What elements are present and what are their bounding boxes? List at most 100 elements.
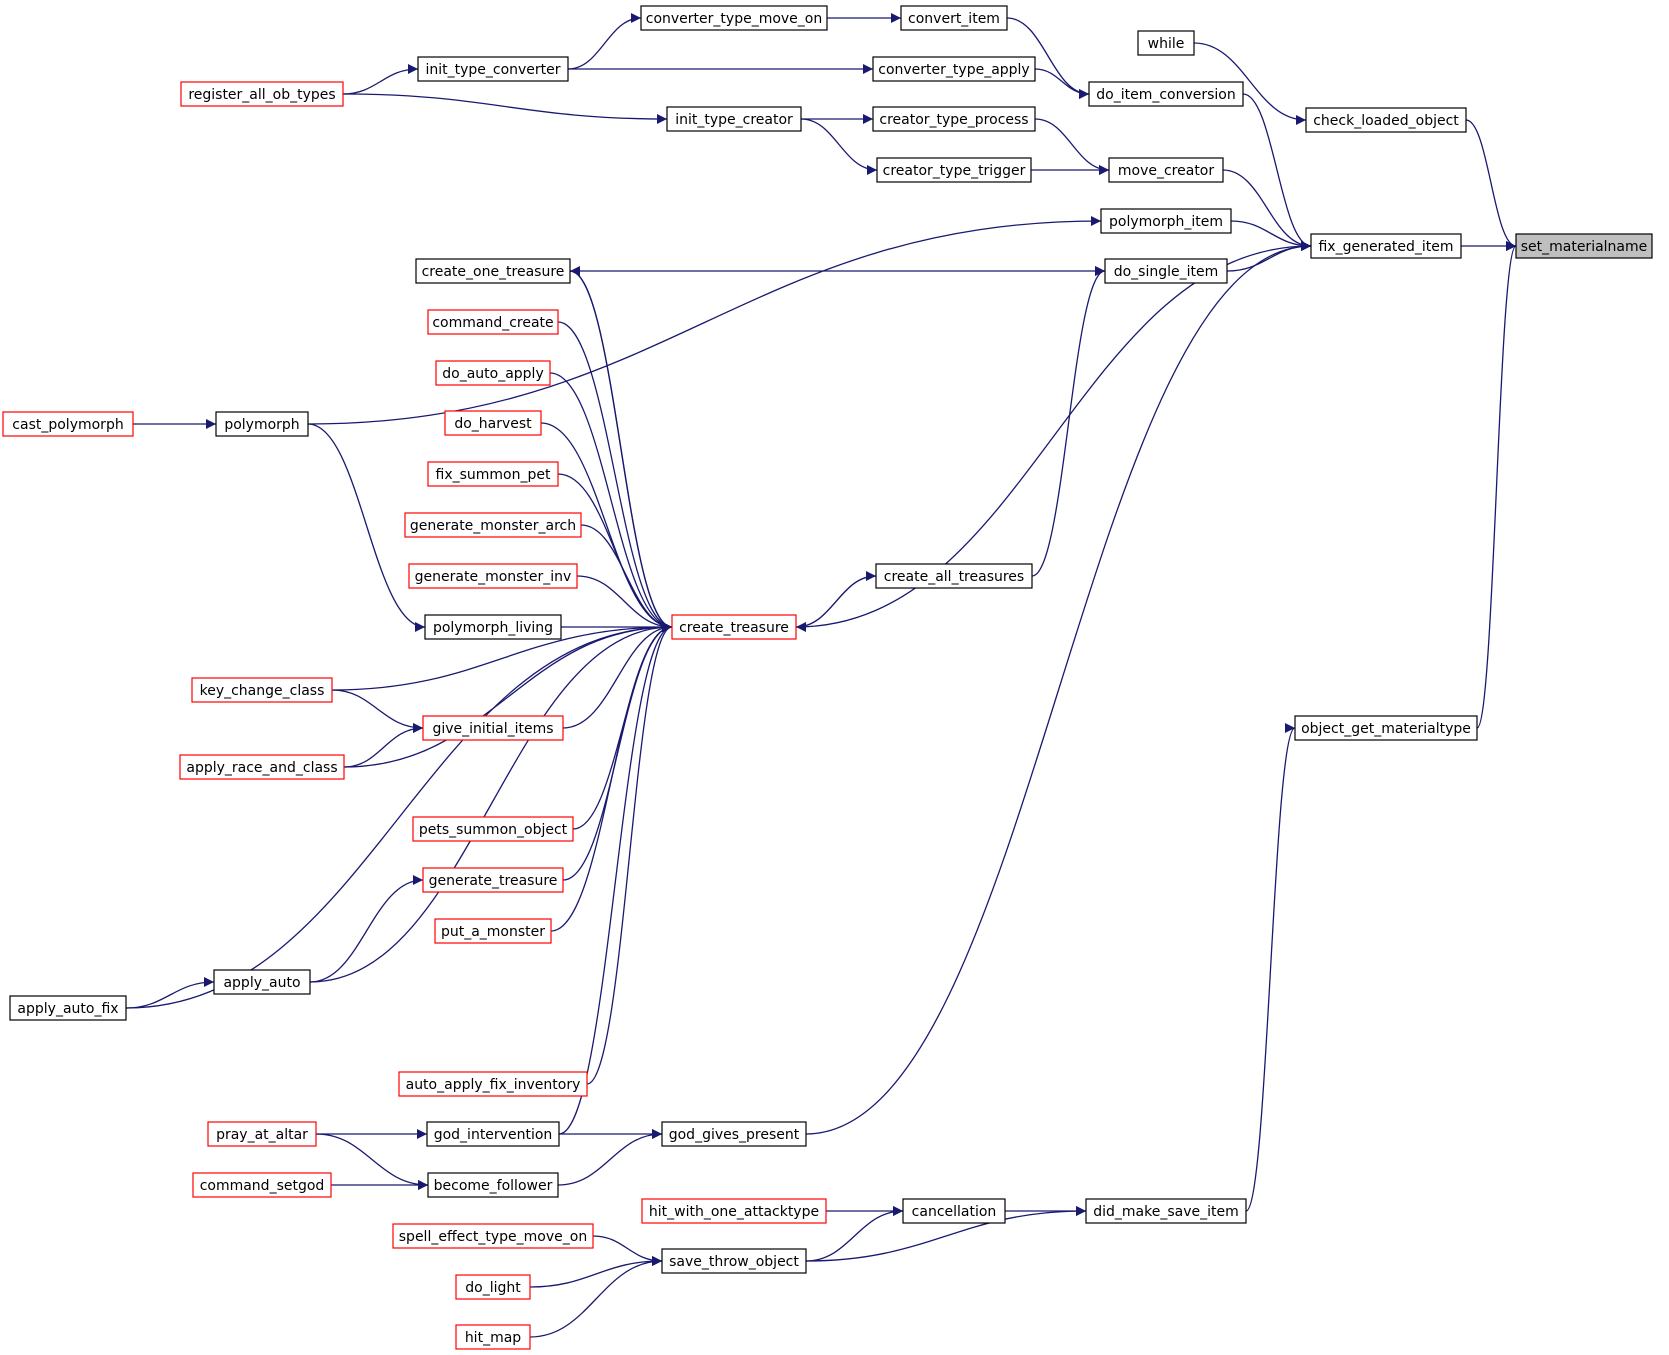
node-label: pray_at_altar bbox=[216, 1127, 308, 1143]
node-command_create[interactable]: command_create bbox=[427, 309, 559, 335]
node-put_a_monster[interactable]: put_a_monster bbox=[434, 918, 552, 944]
node-do_harvest[interactable]: do_harvest bbox=[444, 410, 542, 436]
node-box bbox=[455, 1324, 531, 1350]
node-object_get_materialtype[interactable]: object_get_materialtype bbox=[1294, 715, 1478, 741]
edge-save_throw_object-to-did_make_save_item bbox=[805, 1206, 1087, 1262]
node-apply_race_and_class[interactable]: apply_race_and_class bbox=[179, 754, 345, 780]
node-box bbox=[671, 614, 797, 640]
edge-become_follower-to-god_gives_present bbox=[557, 1129, 663, 1186]
node-box bbox=[9, 995, 127, 1021]
node-do_auto_apply[interactable]: do_auto_apply bbox=[435, 360, 551, 386]
node-label: god_gives_present bbox=[669, 1127, 800, 1143]
node-polymorph[interactable]: polymorph bbox=[215, 411, 309, 437]
edge-apply_auto-to-generate_treasure bbox=[309, 875, 424, 983]
edge-do_single_item-to-fix_generated_item bbox=[1226, 241, 1312, 272]
node-hit_with_one_attacktype[interactable]: hit_with_one_attacktype bbox=[641, 1198, 827, 1224]
node-do_single_item[interactable]: do_single_item bbox=[1104, 258, 1228, 284]
node-box bbox=[876, 157, 1032, 183]
node-set_materialname[interactable]: set_materialname bbox=[1515, 233, 1653, 259]
node-label: register_all_ob_types bbox=[188, 87, 335, 103]
node-generate_monster_inv[interactable]: generate_monster_inv bbox=[408, 563, 578, 589]
node-generate_treasure[interactable]: generate_treasure bbox=[422, 867, 564, 893]
node-label: save_throw_object bbox=[669, 1254, 799, 1270]
node-box bbox=[1137, 30, 1195, 56]
node-box bbox=[444, 410, 542, 436]
node-generate_monster_arch[interactable]: generate_monster_arch bbox=[404, 512, 582, 538]
node-creator_type_process[interactable]: creator_type_process bbox=[872, 106, 1036, 132]
node-converter_type_move_on[interactable]: converter_type_move_on bbox=[640, 5, 828, 31]
node-apply_auto_fix[interactable]: apply_auto_fix bbox=[9, 995, 127, 1021]
edge-key_change_class-to-give_initial_items bbox=[331, 689, 424, 733]
node-label: converter_type_apply bbox=[878, 62, 1029, 78]
node-command_setgod[interactable]: command_setgod bbox=[192, 1172, 332, 1198]
node-creator_type_trigger[interactable]: creator_type_trigger bbox=[876, 157, 1032, 183]
edge-convert_item-to-do_item_conversion bbox=[1006, 17, 1090, 99]
node-pets_summon_object[interactable]: pets_summon_object bbox=[412, 816, 574, 842]
node-polymorph_item[interactable]: polymorph_item bbox=[1100, 208, 1232, 234]
node-box bbox=[424, 614, 562, 640]
node-god_gives_present[interactable]: god_gives_present bbox=[661, 1121, 807, 1147]
node-box bbox=[392, 1223, 594, 1249]
node-label: cancellation bbox=[912, 1204, 997, 1220]
node-box bbox=[213, 969, 311, 995]
node-pray_at_altar[interactable]: pray_at_altar bbox=[207, 1121, 317, 1147]
node-auto_apply_fix_inventory[interactable]: auto_apply_fix_inventory bbox=[398, 1071, 588, 1097]
node-label: generate_monster_inv bbox=[415, 569, 572, 585]
node-fix_summon_pet[interactable]: fix_summon_pet bbox=[427, 461, 559, 487]
node-polymorph_living[interactable]: polymorph_living bbox=[424, 614, 562, 640]
node-box bbox=[404, 512, 582, 538]
node-box bbox=[641, 1198, 827, 1224]
node-cast_polymorph[interactable]: cast_polymorph bbox=[2, 411, 134, 437]
node-create_treasure[interactable]: create_treasure bbox=[671, 614, 797, 640]
node-converter_type_apply[interactable]: converter_type_apply bbox=[872, 56, 1036, 82]
node-box bbox=[902, 1198, 1006, 1224]
node-label: creator_type_process bbox=[879, 112, 1028, 128]
node-label: create_treasure bbox=[679, 620, 789, 636]
node-save_throw_object[interactable]: save_throw_object bbox=[661, 1248, 807, 1274]
node-create_all_treasures[interactable]: create_all_treasures bbox=[875, 563, 1033, 589]
edge-god_gives_present-to-fix_generated_item bbox=[805, 241, 1312, 1135]
node-cancellation[interactable]: cancellation bbox=[902, 1198, 1006, 1224]
node-label: apply_auto bbox=[223, 975, 300, 991]
node-label: polymorph bbox=[224, 417, 299, 433]
node-spell_effect_type_move_on[interactable]: spell_effect_type_move_on bbox=[392, 1223, 594, 1249]
node-label: generate_treasure bbox=[429, 873, 558, 889]
node-become_follower[interactable]: become_follower bbox=[427, 1172, 559, 1198]
node-box bbox=[191, 677, 333, 703]
edge-do_auto_apply-to-create_treasure bbox=[549, 372, 673, 632]
node-label: god_intervention bbox=[434, 1127, 553, 1143]
edge-generate_monster_inv-to-create_treasure bbox=[576, 575, 673, 632]
node-do_item_conversion[interactable]: do_item_conversion bbox=[1088, 81, 1244, 107]
node-create_one_treasure[interactable]: create_one_treasure bbox=[415, 258, 571, 284]
node-box bbox=[872, 106, 1036, 132]
node-did_make_save_item[interactable]: did_make_save_item bbox=[1085, 1198, 1247, 1224]
edge-did_make_save_item-to-object_get_materialtype bbox=[1245, 723, 1296, 1212]
node-init_type_converter[interactable]: init_type_converter bbox=[417, 56, 569, 82]
node-convert_item[interactable]: convert_item bbox=[900, 5, 1008, 31]
edge-move_creator-to-fix_generated_item bbox=[1222, 169, 1312, 251]
node-box bbox=[1294, 715, 1478, 741]
node-apply_auto[interactable]: apply_auto bbox=[213, 969, 311, 995]
node-fix_generated_item[interactable]: fix_generated_item bbox=[1310, 233, 1462, 259]
node-register_all_ob_types[interactable]: register_all_ob_types bbox=[180, 81, 344, 107]
node-god_intervention[interactable]: god_intervention bbox=[426, 1121, 560, 1147]
node-hit_map[interactable]: hit_map bbox=[455, 1324, 531, 1350]
node-while[interactable]: while bbox=[1137, 30, 1195, 56]
edge-object_get_materialtype-to-set_materialname bbox=[1476, 241, 1517, 729]
edge-init_type_creator-to-creator_type_trigger bbox=[800, 118, 878, 175]
node-key_change_class[interactable]: key_change_class bbox=[191, 677, 333, 703]
node-box bbox=[872, 56, 1036, 82]
node-box bbox=[1085, 1198, 1247, 1224]
node-check_loaded_object[interactable]: check_loaded_object bbox=[1305, 107, 1467, 133]
node-give_initial_items[interactable]: give_initial_items bbox=[422, 715, 564, 741]
edge-polymorph_item-to-fix_generated_item bbox=[1230, 220, 1312, 251]
edge-polymorph-to-polymorph_living bbox=[307, 423, 426, 632]
edge-do_item_conversion-to-fix_generated_item bbox=[1242, 93, 1312, 251]
node-box bbox=[1088, 81, 1244, 107]
node-init_type_creator[interactable]: init_type_creator bbox=[666, 106, 802, 132]
node-move_creator[interactable]: move_creator bbox=[1108, 157, 1224, 183]
node-label: put_a_monster bbox=[441, 924, 545, 940]
node-do_light[interactable]: do_light bbox=[455, 1274, 531, 1300]
node-box bbox=[417, 56, 569, 82]
edge-auto_apply_fix_inventory-to-create_treasure bbox=[586, 622, 673, 1085]
